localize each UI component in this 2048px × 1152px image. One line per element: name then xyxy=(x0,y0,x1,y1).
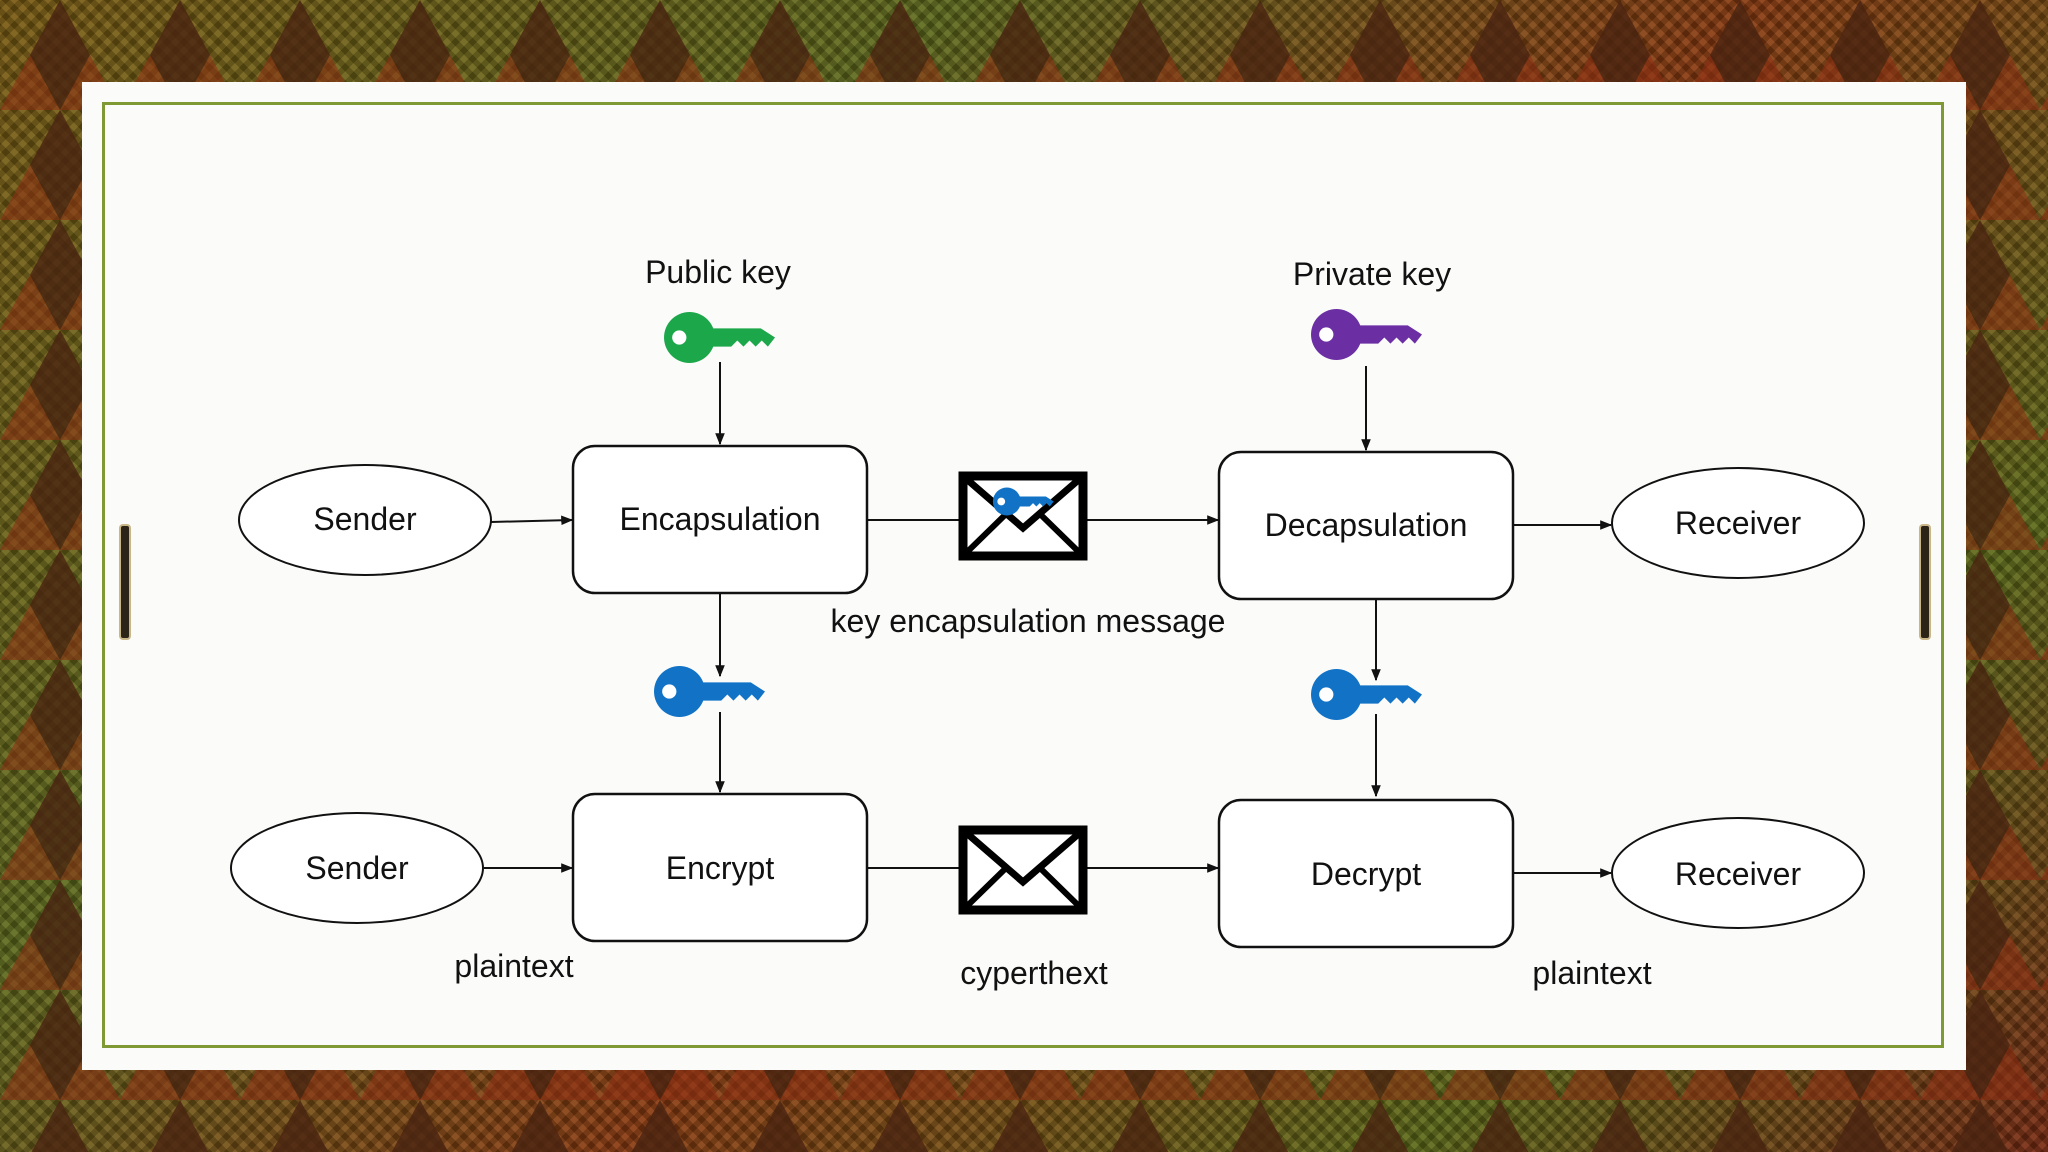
ciphertext-label: cyperthext xyxy=(960,955,1108,991)
decrypt-label: Decrypt xyxy=(1311,856,1421,892)
encapsulation-label: Encapsulation xyxy=(619,501,820,537)
sender-label: Sender xyxy=(313,501,417,537)
public-key-label: Public key xyxy=(645,254,791,290)
shared-key-icon xyxy=(1311,669,1422,720)
sender-node-bottom: Sender xyxy=(230,812,484,924)
private-key-icon xyxy=(1311,309,1422,360)
plaintext-right-label: plaintext xyxy=(1532,955,1651,991)
receiver-node-bottom: Receiver xyxy=(1611,817,1865,929)
left-resize-handle[interactable] xyxy=(119,524,131,640)
edge-sender-encapsulation xyxy=(490,515,574,526)
receiver-node-top: Receiver xyxy=(1611,467,1865,579)
receiver-label: Receiver xyxy=(1675,505,1802,541)
encrypt-node: Encrypt xyxy=(571,792,869,943)
receiver-label: Receiver xyxy=(1675,856,1802,892)
encapsulation-node: Encapsulation xyxy=(571,444,869,595)
private-key-label: Private key xyxy=(1293,256,1451,292)
slide-frame xyxy=(102,102,1944,1048)
envelope-icon xyxy=(958,471,1088,561)
encrypt-label: Encrypt xyxy=(666,850,775,886)
shared-key-icon xyxy=(654,666,765,717)
envelope-icon xyxy=(958,825,1088,915)
right-resize-handle[interactable] xyxy=(1919,524,1931,640)
decrypt-node: Decrypt xyxy=(1217,798,1515,949)
plaintext-left-label: plaintext xyxy=(454,948,573,984)
sender-node-top: Sender xyxy=(238,464,492,576)
sender-label: Sender xyxy=(305,850,409,886)
decapsulation-label: Decapsulation xyxy=(1265,507,1468,543)
public-key-icon xyxy=(664,312,775,363)
message-caption: key encapsulation message xyxy=(831,603,1226,639)
decapsulation-node: Decapsulation xyxy=(1217,450,1515,601)
